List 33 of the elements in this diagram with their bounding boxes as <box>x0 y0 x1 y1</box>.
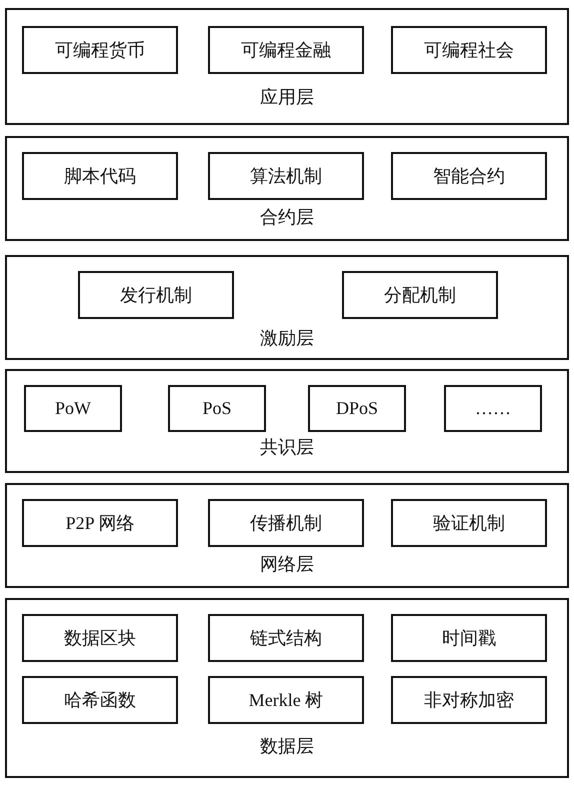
component-box: …… <box>444 385 542 432</box>
component-box: Merkle 树 <box>208 676 364 724</box>
layer-label: 网络层 <box>260 553 314 576</box>
component-box: PoW <box>24 385 122 432</box>
component-box: 发行机制 <box>78 271 234 319</box>
layer-label: 合约层 <box>260 206 314 229</box>
layer-box <box>5 8 569 125</box>
layer-box <box>5 483 569 588</box>
layer-box <box>5 369 569 473</box>
component-box: 哈希函数 <box>22 676 178 724</box>
component-box: 智能合约 <box>391 152 547 200</box>
component-box: 数据区块 <box>22 614 178 662</box>
component-box: 脚本代码 <box>22 152 178 200</box>
component-box: 链式结构 <box>208 614 364 662</box>
component-box: 时间戳 <box>391 614 547 662</box>
component-box: 验证机制 <box>391 499 547 547</box>
component-box: DPoS <box>308 385 406 432</box>
layer-label: 共识层 <box>260 436 314 459</box>
component-box: 传播机制 <box>208 499 364 547</box>
component-box: 可编程金融 <box>208 26 364 74</box>
layer-box <box>5 255 569 360</box>
layer-box <box>5 598 569 778</box>
component-box: 可编程货币 <box>22 26 178 74</box>
component-box: 分配机制 <box>342 271 498 319</box>
layer-box <box>5 136 569 241</box>
component-box: 非对称加密 <box>391 676 547 724</box>
layer-label: 应用层 <box>260 86 314 109</box>
layer-label: 数据层 <box>260 735 314 758</box>
component-box: 可编程社会 <box>391 26 547 74</box>
component-box: PoS <box>168 385 266 432</box>
component-box: P2P 网络 <box>22 499 178 547</box>
component-box: 算法机制 <box>208 152 364 200</box>
layer-label: 激励层 <box>260 327 314 350</box>
